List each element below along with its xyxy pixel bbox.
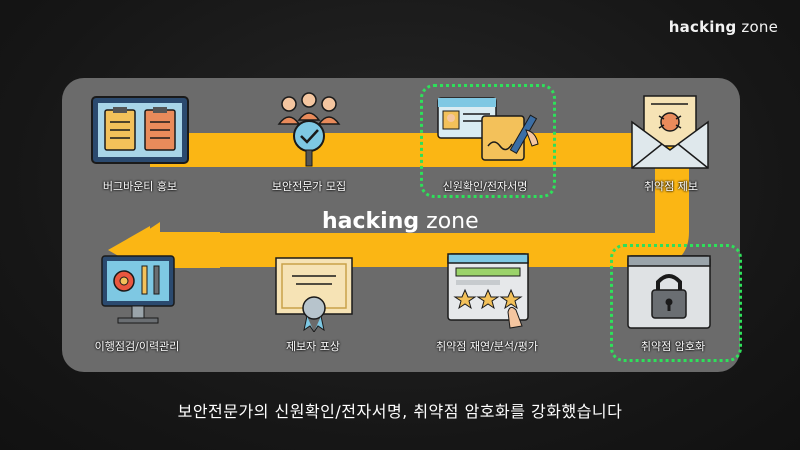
brand-logo-corner: hacking zone (669, 18, 778, 36)
step-vuln-analysis: 취약점 재연/분석/평가 (412, 252, 562, 362)
certificate-icon (275, 257, 353, 332)
step-label: 취약점 암호화 (640, 340, 706, 353)
clipboard-board-icon (91, 96, 189, 164)
envelope-bug-icon (631, 95, 709, 169)
step-vuln-encryption: 취약점 암호화 (598, 252, 748, 362)
brand-bold: hacking (668, 18, 737, 36)
step-vuln-report: 취약점 제보 (596, 92, 746, 202)
monitor-tools-icon (101, 255, 175, 324)
step-recruit-experts: 보안전문가 모집 (234, 92, 384, 202)
step-compliance-history: 이행점검/이력관리 (62, 252, 212, 362)
step-label: 이행점검/이력관리 (94, 340, 180, 353)
step-label: 취약점 재연/분석/평가 (436, 340, 538, 353)
lock-document-icon (627, 255, 711, 329)
rating-window-icon (447, 253, 529, 329)
id-card-signature-icon (437, 97, 539, 161)
step-label: 신원확인/전자서명 (442, 180, 528, 193)
highlight-box-signature (420, 84, 556, 198)
caption-subtitle: 보안전문가의 신원확인/전자서명, 취약점 암호화를 강화했습니다 (177, 402, 623, 421)
center-brand-light: zone (426, 209, 479, 234)
center-brand-bold: hacking (322, 209, 420, 234)
step-label: 버그바운티 홍보 (102, 180, 178, 193)
brand-light: zone (741, 18, 778, 36)
center-brand-logo: hacking zone (322, 209, 479, 234)
step-label: 제보자 포상 (285, 340, 341, 353)
step-reporter-reward: 제보자 포상 (238, 252, 388, 362)
step-bug-bounty-promo: 버그바운티 홍보 (65, 92, 215, 202)
step-label: 보안전문가 모집 (271, 180, 347, 193)
step-identity-signature: 신원확인/전자서명 (410, 92, 560, 202)
step-label: 취약점 제보 (643, 180, 699, 193)
people-check-icon (277, 92, 341, 167)
highlight-box-encryption (610, 244, 742, 362)
